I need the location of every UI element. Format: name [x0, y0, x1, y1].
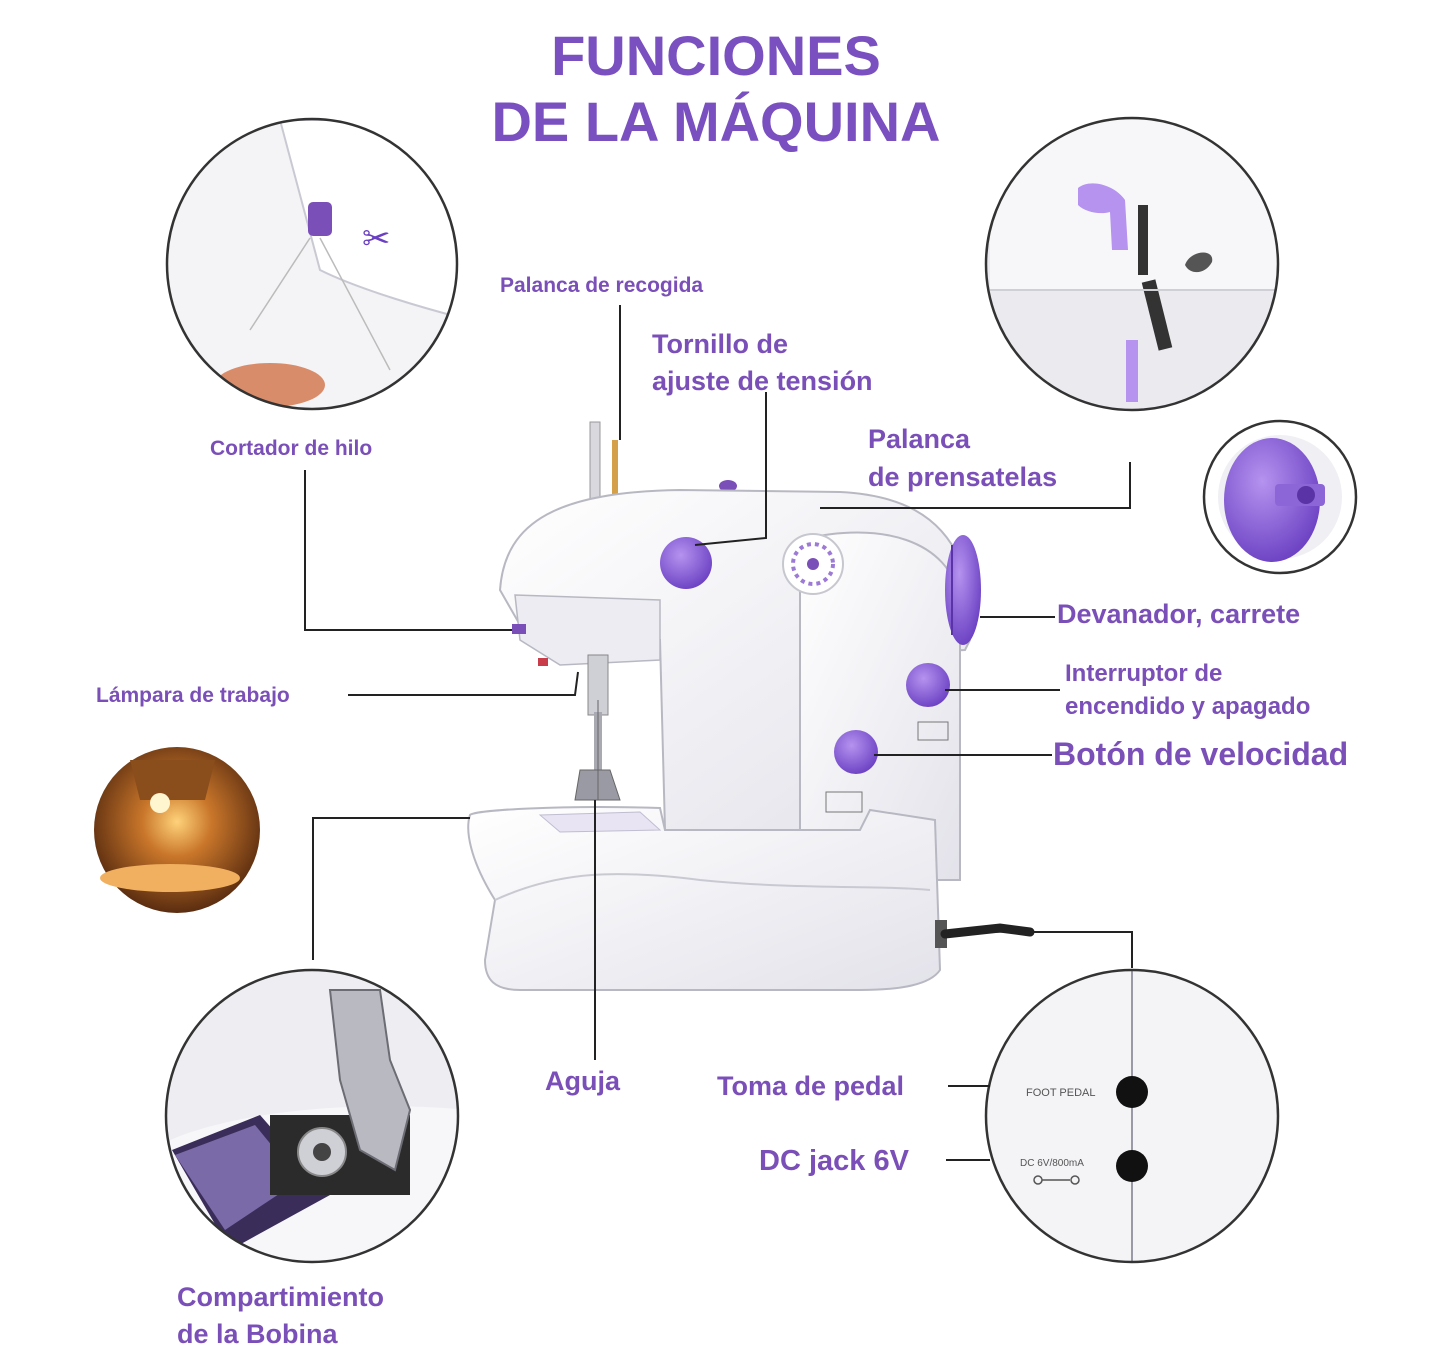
page-title: FUNCIONES DE LA MÁQUINA	[0, 24, 1432, 154]
leader-prensatelas	[820, 462, 1131, 509]
label-compartimiento-bobina: Compartimiento de la Bobina	[177, 1279, 384, 1353]
detail-work-lamp	[94, 747, 260, 913]
detail-bobbin-compartment	[166, 970, 458, 1262]
detail-thread-cutter: ✂	[167, 119, 457, 409]
label-palanca-recogida: Palanca de recogida	[500, 274, 704, 297]
label-devanador: Devanador, carrete	[1057, 599, 1301, 629]
label-tornillo-line-1: Tornillo de	[652, 329, 788, 359]
title-line-2: DE LA MÁQUINA	[491, 90, 941, 153]
label-lampara-trabajo: Lámpara de trabajo	[96, 684, 290, 707]
label-tornillo-line-2: ajuste de tensión	[652, 366, 873, 396]
foot-pedal-print: FOOT PEDAL	[1026, 1087, 1095, 1099]
detail-jacks: FOOT PEDAL DC 6V/800mA	[986, 970, 1278, 1262]
label-prensatelas-line-1: Palanca	[868, 424, 971, 454]
leader-lines	[304, 305, 1133, 1161]
leader-tornillo	[694, 392, 767, 546]
label-palanca-prensatelas: Palanca de prensatelas	[868, 420, 1057, 496]
leader-cortador	[304, 470, 512, 631]
label-compartimiento-line-2: de la Bobina	[177, 1319, 338, 1349]
label-tornillo-ajuste: Tornillo de ajuste de tensión	[652, 326, 873, 400]
leader-cord	[1030, 931, 1133, 968]
label-prensatelas-line-2: de prensatelas	[868, 462, 1058, 492]
label-toma-pedal: Toma de pedal	[717, 1071, 905, 1101]
label-boton-velocidad: Botón de velocidad	[1053, 736, 1349, 772]
label-aguja: Aguja	[545, 1066, 621, 1096]
label-cortador-hilo: Cortador de hilo	[210, 437, 373, 460]
leader-compartimiento	[312, 817, 470, 960]
label-interruptor-line-2: encendido y apagado	[1065, 693, 1311, 720]
sewing-machine	[467, 421, 1035, 991]
label-interruptor: Interruptor de encendido y apagado	[1065, 657, 1310, 723]
dc-rating-print: DC 6V/800mA	[1020, 1158, 1084, 1169]
detail-presser-lever	[986, 118, 1278, 410]
title-line-1: FUNCIONES	[551, 24, 881, 87]
detail-bobbin-winder	[1202, 419, 1358, 575]
label-interruptor-line-1: Interruptor de	[1065, 660, 1223, 687]
label-dc-jack: DC jack 6V	[759, 1145, 909, 1177]
leader-lampara	[348, 671, 579, 696]
svg-text:✂: ✂	[362, 219, 391, 259]
label-compartimiento-line-1: Compartimiento	[177, 1282, 385, 1312]
